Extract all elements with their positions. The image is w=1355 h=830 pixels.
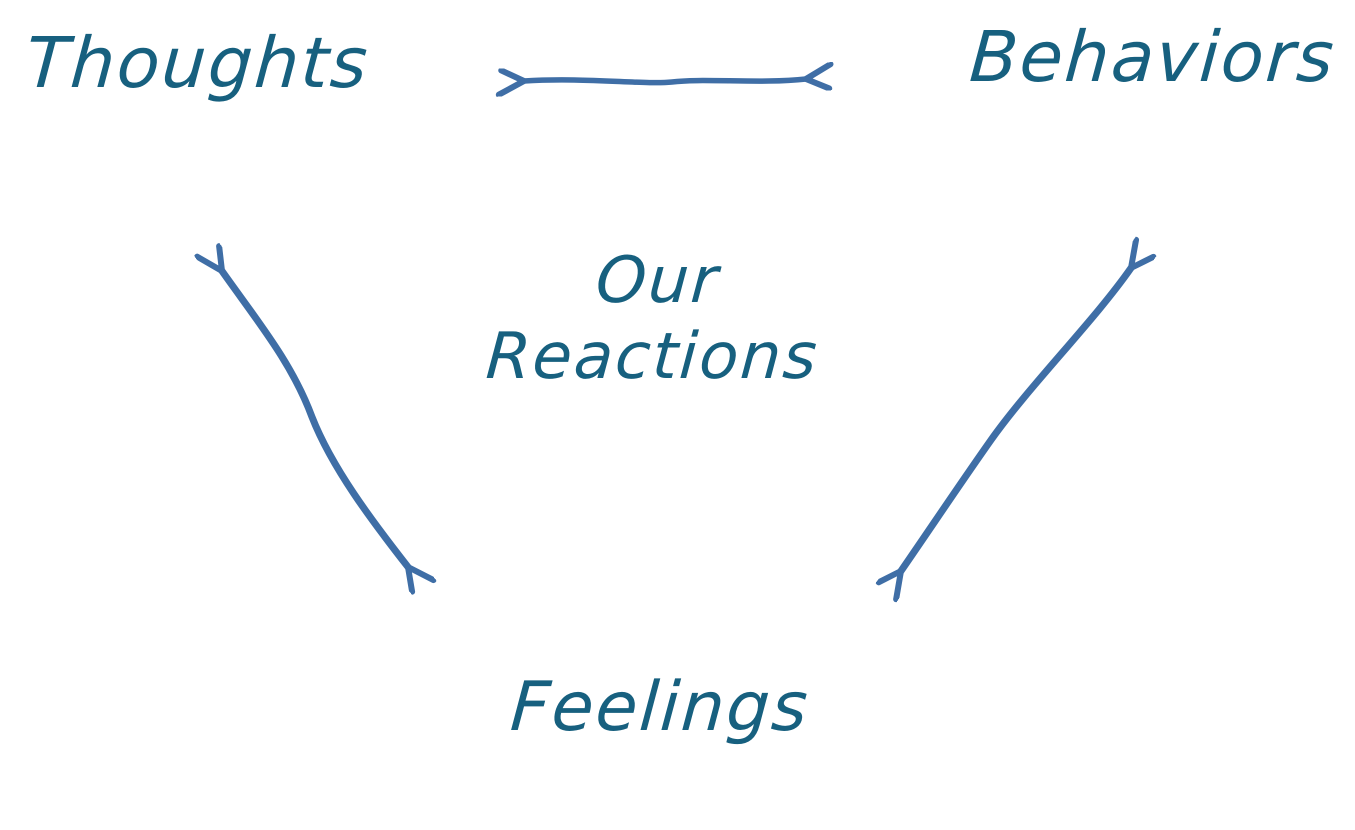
center-label-line1: Our (593, 244, 722, 318)
node-feelings-label: Feelings (508, 668, 812, 747)
node-behaviors-label: Behaviors (966, 16, 1338, 98)
behaviors-feelings-arrow (901, 268, 1131, 571)
center-label-line2: Reactions (483, 319, 822, 394)
center-label: Our Reactions (375, 244, 936, 395)
thoughts-behaviors-arrow (524, 79, 806, 83)
node-thoughts-label: Thoughts (23, 22, 372, 104)
